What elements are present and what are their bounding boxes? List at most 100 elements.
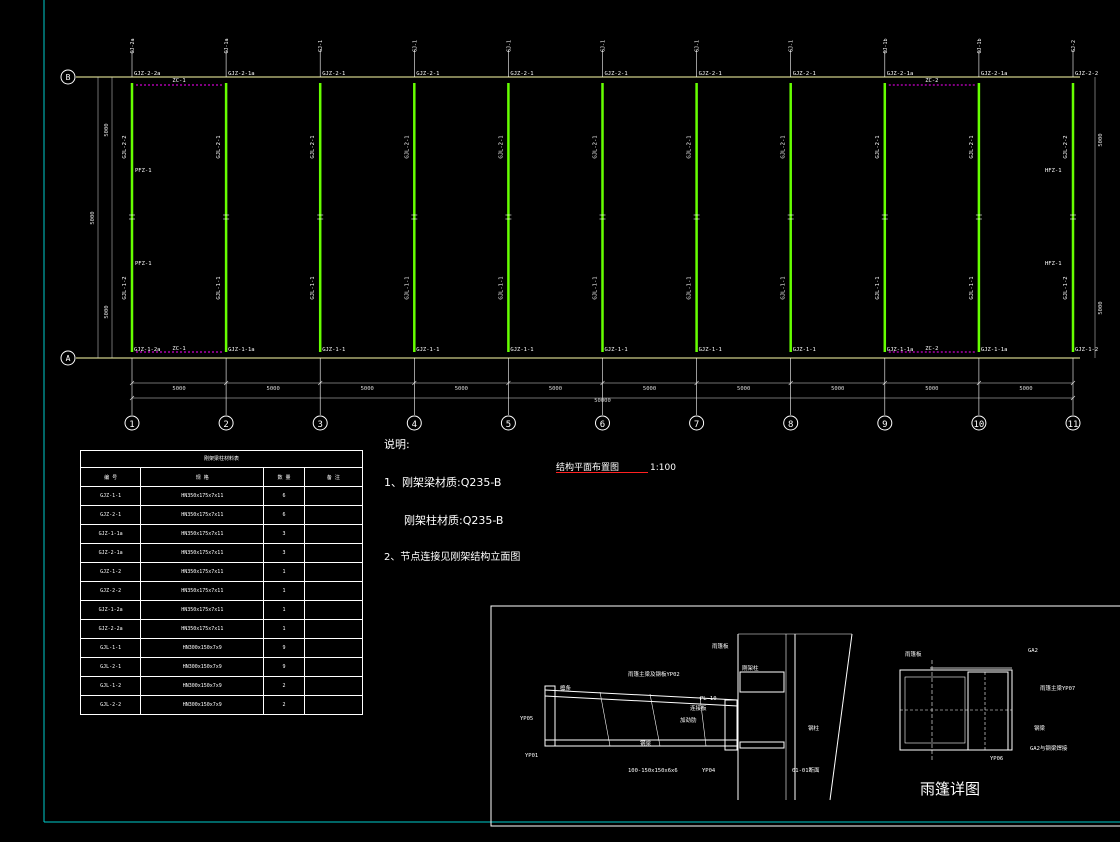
notes-line-3: 2、节点连接见刚架结构立面图 bbox=[384, 552, 521, 563]
det-rect bbox=[967, 671, 1009, 751]
det-label-right: GA2与钢梁焊接 bbox=[1030, 744, 1068, 752]
table-cell bbox=[303, 543, 364, 563]
frame-label: GJ-1 bbox=[601, 40, 607, 52]
dim-text-bay: 5000 bbox=[925, 386, 938, 392]
dim-text-bay: 5000 bbox=[455, 386, 468, 392]
table-cell: GJL-1-2 bbox=[79, 676, 142, 696]
table-cell: HN350x175x7x11 bbox=[140, 486, 265, 506]
frame-label: GJ-1 bbox=[695, 40, 701, 52]
dim-text-bay: 5000 bbox=[1019, 386, 1032, 392]
brace-label-bottom: ZC-2 bbox=[925, 346, 938, 352]
det-label-left: PL-10 bbox=[700, 696, 717, 702]
side-label-right: HFZ-1 bbox=[1045, 168, 1062, 174]
beam-label-top: GJZ-2-1a bbox=[887, 71, 914, 77]
det-line bbox=[699, 696, 707, 747]
axis-bubble-row bbox=[60, 69, 76, 85]
axis-label-col: 5 bbox=[506, 420, 511, 430]
table-cell: 2 bbox=[263, 695, 305, 715]
det-label-left: 雨篷板 bbox=[712, 642, 729, 650]
det-rect bbox=[544, 685, 556, 747]
column-label-lower: GJL-1-2 bbox=[1063, 276, 1069, 299]
dim-text-left: 5000 bbox=[104, 305, 110, 318]
dim-tick bbox=[788, 380, 793, 386]
side-label-right: HFZ-1 bbox=[1045, 261, 1062, 267]
beam-label-bottom: GJZ-1-1 bbox=[416, 347, 439, 353]
table-cell: HN300x150x7x9 bbox=[140, 695, 265, 715]
det-line bbox=[544, 689, 739, 701]
table-cell bbox=[303, 676, 364, 696]
table-cell: 9 bbox=[263, 638, 305, 658]
beam-label-bottom: GJZ-1-1 bbox=[322, 347, 345, 353]
table-cell: GJZ-2-1 bbox=[79, 505, 142, 525]
dim-tick bbox=[412, 380, 417, 386]
table-cell: 9 bbox=[263, 657, 305, 677]
dim-text-bay: 5000 bbox=[549, 386, 562, 392]
det-label-right: 钢梁 bbox=[1034, 724, 1046, 732]
table-cell: 2 bbox=[263, 676, 305, 696]
dim-text-bay: 5000 bbox=[737, 386, 750, 392]
table-header-row: 编 号 规 格 数 量 备 注 bbox=[79, 467, 364, 487]
axis-bubble-col bbox=[1065, 415, 1081, 431]
table-cell: HN350x175x7x11 bbox=[140, 581, 265, 601]
det-label-left: YP04 bbox=[702, 768, 716, 774]
plan-scale: 1:100 bbox=[650, 463, 676, 473]
axis-label-col: 10 bbox=[973, 420, 984, 430]
brace-label-top: ZC-1 bbox=[172, 78, 185, 84]
beam-label-bottom: GJZ-1-2a bbox=[134, 347, 161, 353]
beam-label-top: GJZ-2-1 bbox=[699, 71, 722, 77]
plan-title: 结构平面布置图 bbox=[556, 463, 620, 473]
table-title: 刚架梁柱材料表 bbox=[80, 450, 363, 467]
table-cell: 1 bbox=[263, 600, 305, 620]
axis-label-col: 9 bbox=[882, 420, 887, 430]
axis-bubble-col bbox=[971, 415, 987, 431]
beam-label-bottom: GJZ-1-1 bbox=[793, 347, 816, 353]
beam-label-top: GJZ-2-1 bbox=[605, 71, 628, 77]
column-label-lower: GJL-1-1 bbox=[404, 276, 410, 299]
det-label-left: 钢梁 bbox=[640, 739, 652, 747]
det-line bbox=[544, 695, 739, 707]
beam-label-top: GJZ-2-1 bbox=[793, 71, 816, 77]
notes-line-2: 刚架柱材质:Q235-B bbox=[404, 514, 504, 527]
column-label-upper: GJL-2-1 bbox=[969, 135, 975, 158]
column-label-upper: GJL-2-2 bbox=[1063, 135, 1069, 158]
side-label-left: PFZ-1 bbox=[135, 168, 152, 174]
axis-bubble-row bbox=[60, 350, 76, 366]
axis-label-col: 7 bbox=[694, 420, 699, 430]
detail-box bbox=[490, 605, 1120, 827]
table-cell bbox=[303, 524, 364, 544]
table-cell: 6 bbox=[263, 505, 305, 525]
table-cell: GJL-2-2 bbox=[79, 695, 142, 715]
det-label-right: 雨篷板 bbox=[905, 650, 922, 658]
dim-tick bbox=[506, 380, 511, 386]
table-cell: GJZ-1-2a bbox=[79, 600, 142, 620]
table-cell: HN300x150x7x9 bbox=[140, 676, 265, 696]
det-label-left: 01-01断面 bbox=[792, 766, 820, 774]
dim-text-bay: 5000 bbox=[643, 386, 656, 392]
table-cell bbox=[303, 657, 364, 677]
dim-tick bbox=[600, 380, 605, 386]
dim-text-right: 5000 bbox=[1098, 133, 1104, 146]
beam-label-top: GJZ-2-1a bbox=[228, 71, 255, 77]
det-label-left: YP01 bbox=[525, 753, 538, 759]
column-label-lower: GJL-1-1 bbox=[310, 276, 316, 299]
det-label-left: 刚架柱 bbox=[742, 664, 759, 672]
axis-bubble-col bbox=[783, 415, 799, 431]
det-rect bbox=[739, 671, 785, 693]
dim-tick bbox=[882, 380, 888, 386]
column-label-upper: GJL-2-1 bbox=[216, 135, 222, 158]
table-cell bbox=[303, 486, 364, 506]
table-cell: GJL-1-1 bbox=[79, 638, 142, 658]
table-cell: GJZ-1-1a bbox=[79, 524, 142, 544]
table-header: 编 号 bbox=[79, 467, 142, 487]
table-cell: HN350x175x7x11 bbox=[140, 619, 265, 639]
table-cell: HN300x150x7x9 bbox=[140, 657, 265, 677]
det-label-left: 加劲肋 bbox=[680, 716, 697, 724]
axis-bubble-col bbox=[689, 415, 705, 431]
axis-label-row: B bbox=[66, 73, 71, 82]
axis-bubble-col bbox=[877, 415, 893, 431]
